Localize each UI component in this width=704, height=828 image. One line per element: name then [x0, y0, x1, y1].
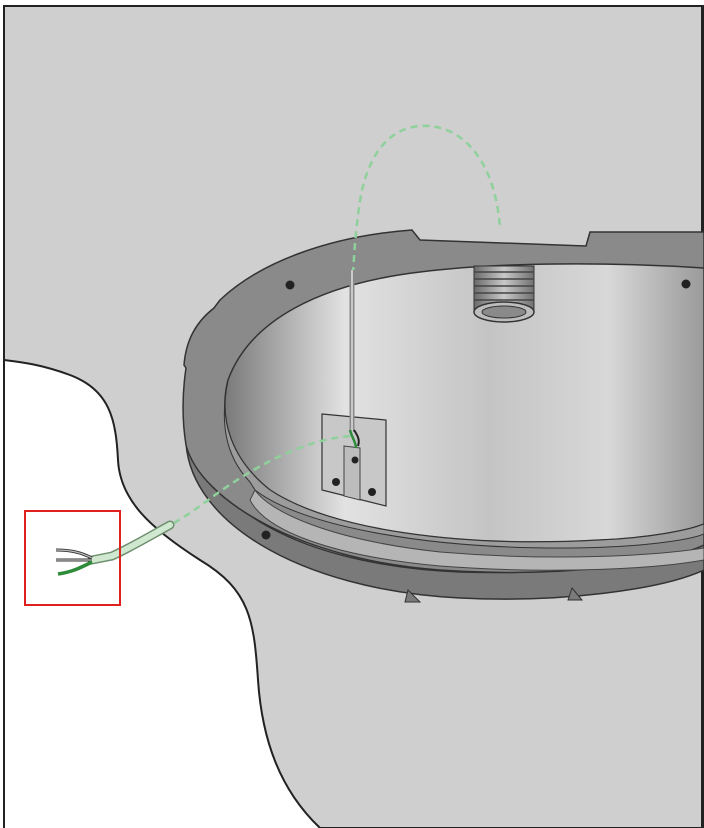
ring-depth: [185, 429, 704, 600]
callout-box: [24, 510, 121, 606]
wire-leads: [55, 548, 93, 576]
screw-hole: [681, 279, 691, 289]
hidden-cable-path-lower: [169, 434, 351, 527]
screw-hole: [261, 530, 271, 540]
screw-hole: [285, 280, 295, 290]
threaded-conduit: [473, 265, 535, 323]
